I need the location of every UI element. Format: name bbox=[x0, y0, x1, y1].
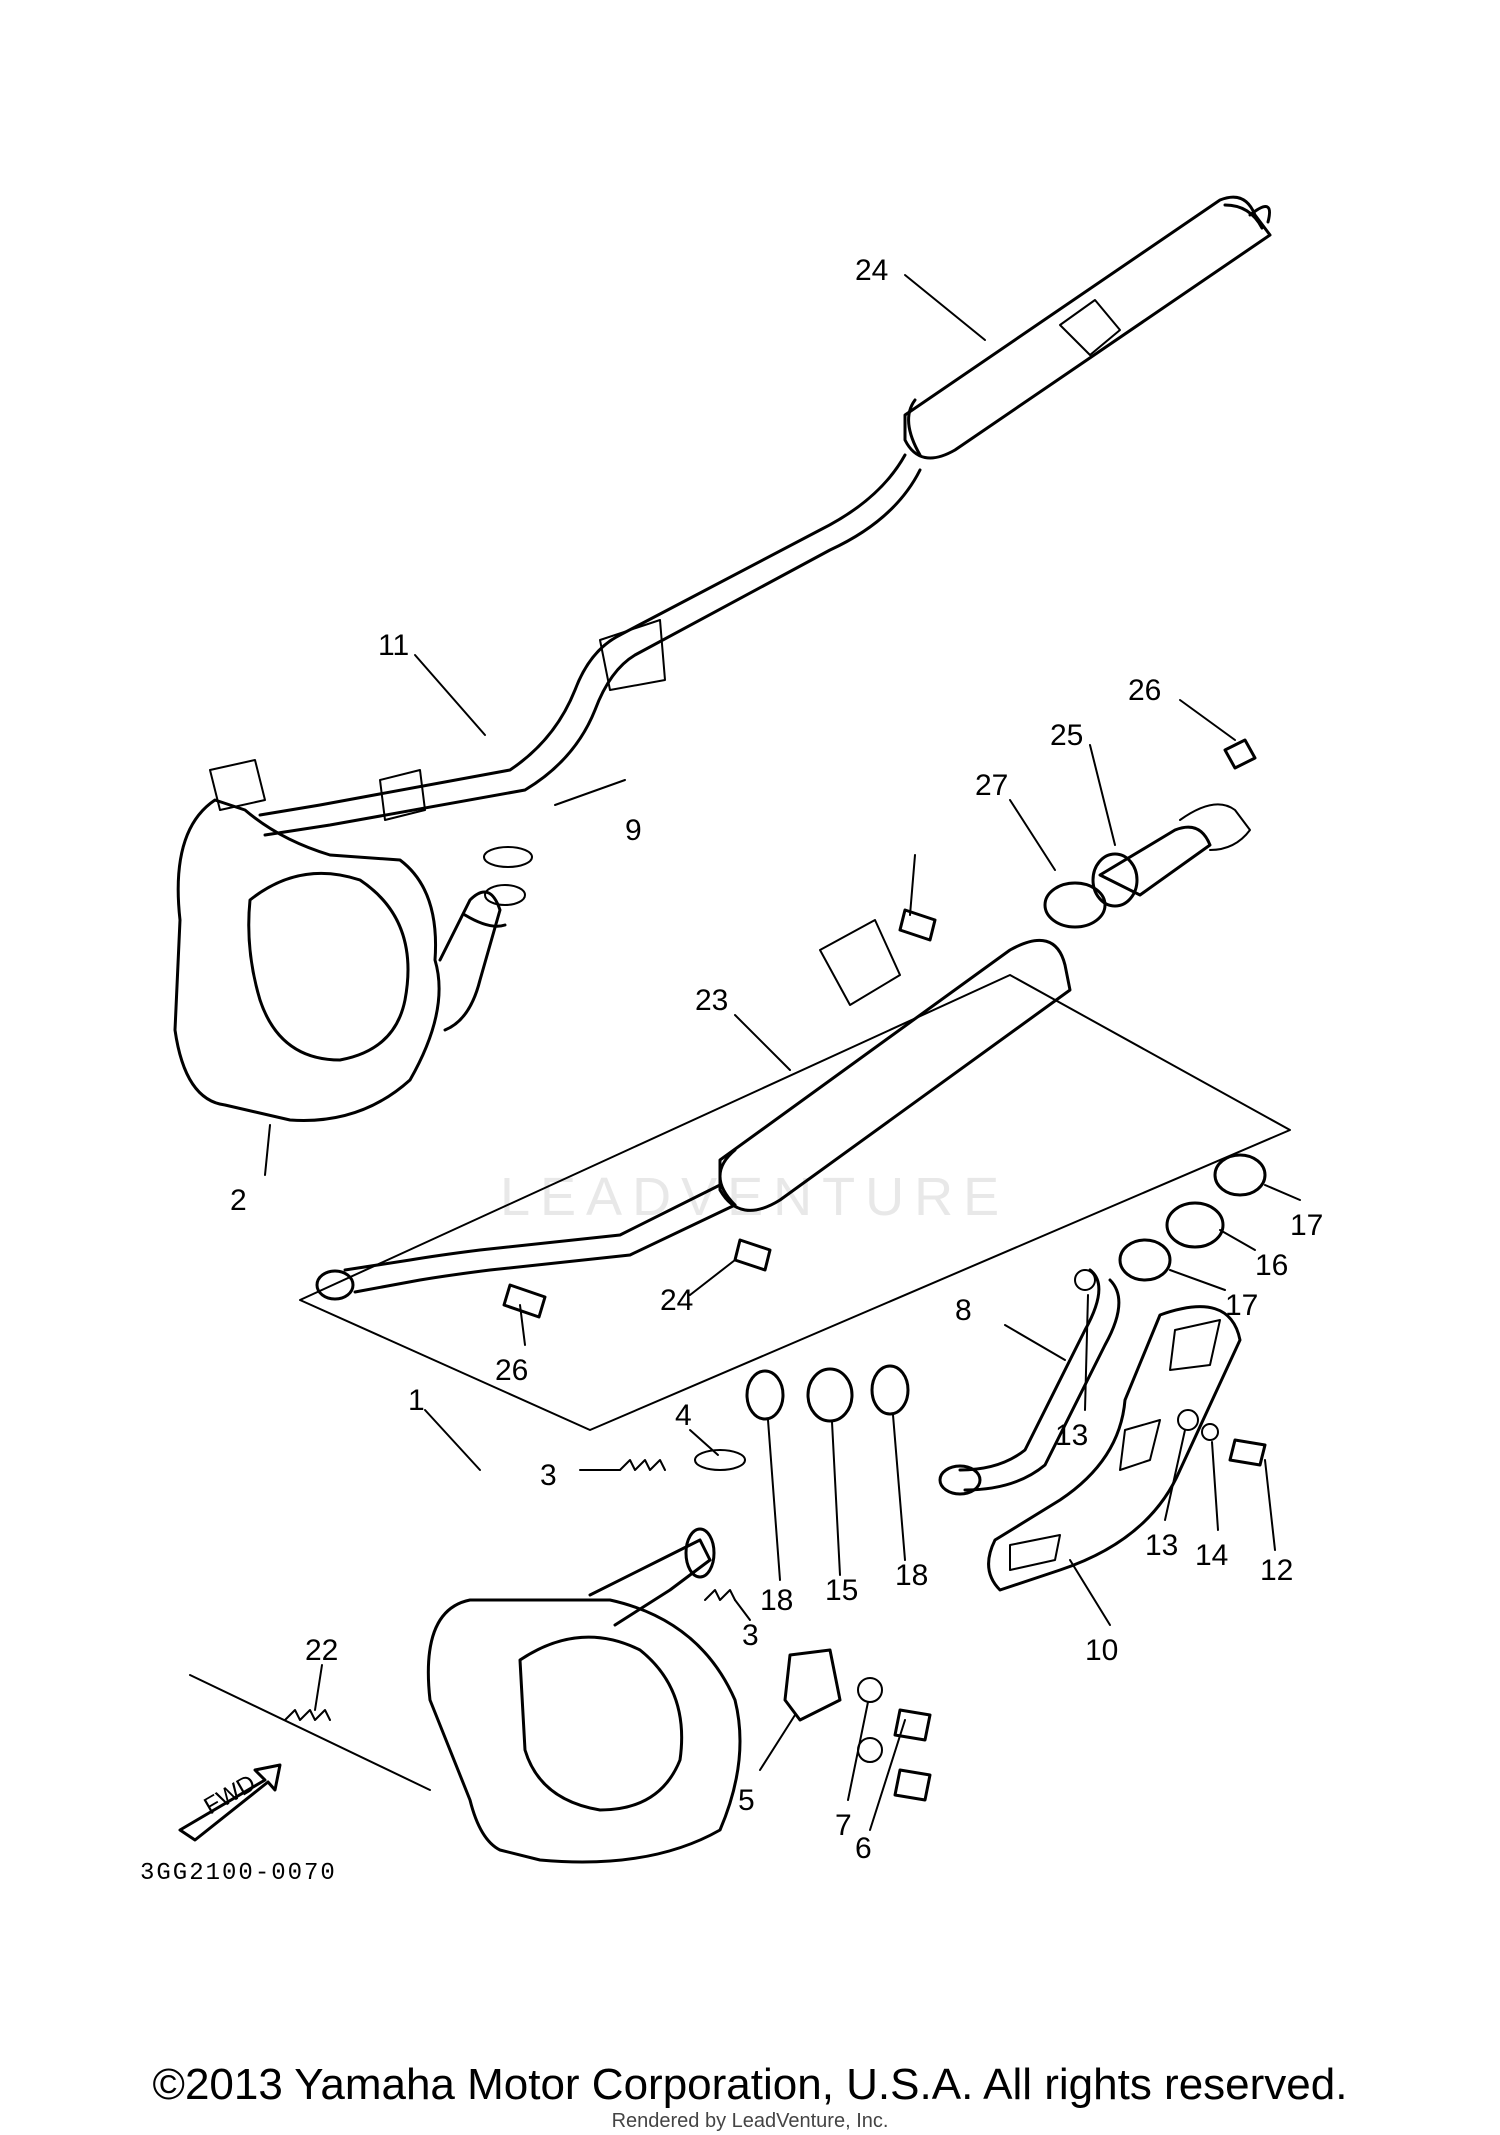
clamp-17b bbox=[1118, 1238, 1172, 1282]
callout-20: 24 bbox=[855, 254, 888, 287]
callout-22: 27 bbox=[975, 769, 1008, 802]
callout-24: 26 bbox=[495, 1354, 528, 1387]
callout-23: 26 bbox=[1128, 674, 1161, 707]
callout-7: 7 bbox=[835, 1809, 852, 1842]
callout-8: 8 bbox=[955, 1294, 972, 1327]
bolt-25 bbox=[733, 1238, 772, 1272]
callout-13a: 13 bbox=[1055, 1419, 1088, 1452]
callout-10: 10 bbox=[1085, 1634, 1118, 1667]
callout-25: 24 bbox=[660, 1284, 693, 1317]
gasket-22 bbox=[1043, 881, 1107, 929]
gasket-4 bbox=[694, 1449, 746, 1471]
callout-19: 23 bbox=[695, 984, 728, 1017]
copyright-notice: ©2013 Yamaha Motor Corporation, U.S.A. A… bbox=[152, 2060, 1348, 2109]
callout-18a: 18 bbox=[760, 1584, 793, 1617]
bracket-5 bbox=[783, 1648, 842, 1722]
bolt-24 bbox=[502, 1283, 547, 1319]
callout-4: 4 bbox=[675, 1399, 692, 1432]
callout-17b: 17 bbox=[1225, 1289, 1258, 1322]
expansion-chamber-2 bbox=[173, 759, 533, 1122]
callout-21: 25 bbox=[1050, 719, 1083, 752]
spring-3b bbox=[704, 1589, 736, 1601]
callout-17a: 17 bbox=[1290, 1209, 1323, 1242]
sleeve-16 bbox=[1165, 1201, 1225, 1249]
clamp-18a bbox=[745, 1369, 785, 1421]
callout-18b: 18 bbox=[895, 1559, 928, 1592]
washer-13b bbox=[1177, 1409, 1199, 1431]
callout-27: 22 bbox=[305, 1634, 338, 1667]
diagram-code: 3GG2100-0070 bbox=[140, 1860, 337, 1887]
callout-13b: 13 bbox=[1145, 1529, 1178, 1562]
leader-lines bbox=[264, 274, 1301, 1831]
clamp-17a bbox=[1213, 1153, 1267, 1197]
expansion-chamber-1 bbox=[426, 1527, 742, 1864]
callout-16: 16 bbox=[1255, 1249, 1288, 1282]
protector-10 bbox=[987, 1305, 1242, 1592]
callout-3a: 3 bbox=[540, 1459, 557, 1492]
callout-11: 11 bbox=[378, 629, 409, 662]
washer-7a bbox=[857, 1677, 883, 1703]
muffler-19 bbox=[315, 919, 1072, 1301]
spring-3a bbox=[619, 1459, 666, 1471]
watermark-text: LEADVENTURE bbox=[500, 1167, 1009, 1227]
pipe-8 bbox=[938, 1268, 1121, 1496]
callout-14: 14 bbox=[1195, 1539, 1228, 1572]
callout-1: 1 bbox=[408, 1384, 425, 1417]
pipe-9-11 bbox=[258, 453, 922, 837]
clamp-18b bbox=[870, 1364, 910, 1416]
callout-3b: 3 bbox=[742, 1619, 759, 1652]
explosion-box bbox=[299, 974, 1291, 1431]
joint-15 bbox=[806, 1367, 854, 1423]
bolt-6a bbox=[893, 1708, 932, 1742]
bolt-26 bbox=[898, 908, 937, 942]
muffler-20 bbox=[903, 195, 1272, 460]
washer-13a bbox=[1074, 1269, 1096, 1291]
callout-9: 9 bbox=[625, 814, 642, 847]
bolt-6b bbox=[893, 1768, 932, 1802]
callout-15: 15 bbox=[825, 1574, 858, 1607]
bolt-12 bbox=[1228, 1438, 1267, 1467]
callout-labels: 24 11 9 26 25 27 23 2 24 26 17 16 17 8 1… bbox=[230, 254, 1323, 1865]
end-cap-21 bbox=[1091, 803, 1251, 908]
washer-14 bbox=[1201, 1423, 1219, 1441]
callout-2: 2 bbox=[230, 1184, 247, 1217]
bolt-23 bbox=[1223, 738, 1257, 770]
callout-12: 12 bbox=[1260, 1554, 1293, 1587]
washer-7b bbox=[857, 1737, 883, 1763]
render-credit: Rendered by LeadVenture, Inc. bbox=[611, 2110, 889, 2132]
callout-6: 6 bbox=[855, 1832, 872, 1865]
spring-27 bbox=[189, 1674, 431, 1791]
fwd-arrow-icon: FWD bbox=[178, 1763, 282, 1842]
callout-5: 5 bbox=[738, 1784, 755, 1817]
